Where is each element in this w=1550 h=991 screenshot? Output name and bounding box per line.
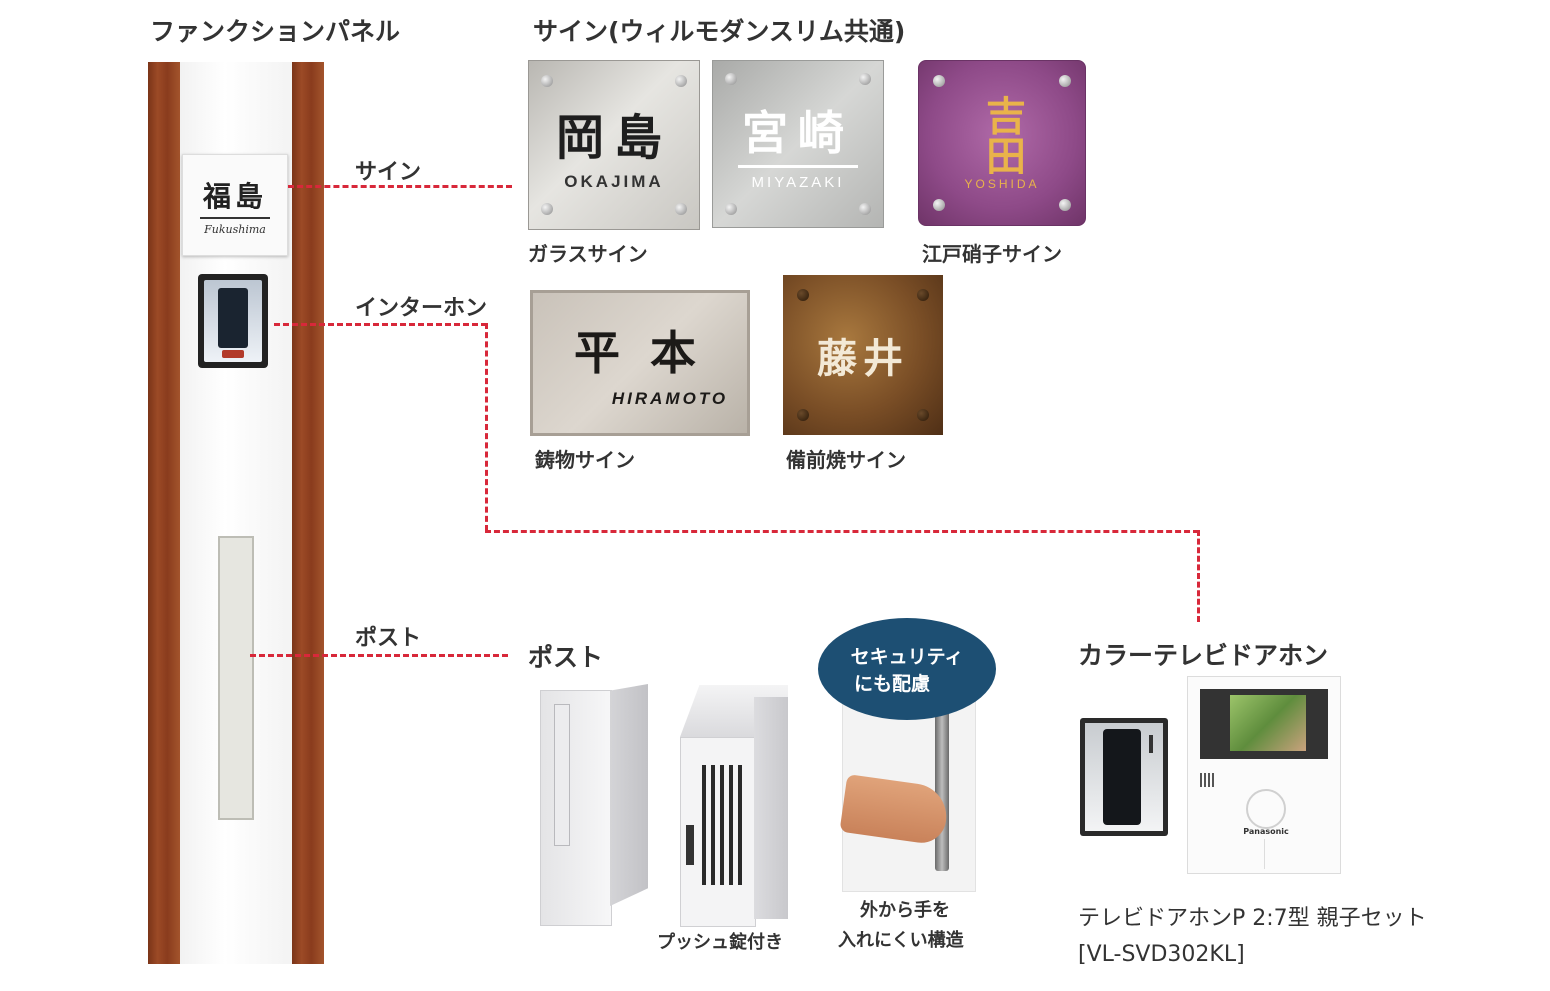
post-box-front-slot	[554, 704, 570, 846]
hand-slot-photo	[839, 700, 976, 892]
panel-intercom	[198, 274, 268, 368]
caption-bizen-sign: 備前焼サイン	[786, 448, 906, 472]
sign-cast-hiramoto: 平本 HIRAMOTO	[530, 290, 750, 436]
monitor-screen-image	[1230, 695, 1306, 751]
caption-push-lock: プッシュ錠付き	[657, 932, 783, 953]
connector-intercom-across	[485, 530, 1199, 533]
caption-edo-glass-sign: 江戸硝子サイン	[922, 242, 1062, 266]
caption-hand-line1: 外から手を	[860, 900, 950, 921]
label-intercom: インターホン	[355, 296, 488, 321]
caption-glass-sign: ガラスサイン	[528, 242, 648, 266]
label-sign: サイン	[355, 160, 422, 185]
monitor-speaker-grille	[1200, 773, 1216, 787]
left-wood-strip	[148, 62, 180, 964]
sign-okajima-kanji: 岡島	[555, 110, 672, 166]
connector-doorphone	[1197, 530, 1200, 622]
slot-handle	[935, 711, 949, 871]
sign-miyazaki-kanji: 宮崎	[742, 106, 854, 160]
post-box-front-face	[540, 690, 612, 926]
security-badge-line2: にも配慮	[853, 673, 930, 695]
post-box-front	[540, 684, 648, 926]
outdoor-station-face	[1085, 723, 1163, 831]
panel-sign-underline	[200, 216, 270, 219]
doorphone-desc: テレビドアホンP 2:7型 親子セット	[1078, 906, 1427, 931]
push-lock-icon	[686, 825, 694, 865]
monitor-brand: Panasonic	[1243, 827, 1289, 836]
post-box-front-side	[610, 684, 648, 906]
connector-sign	[288, 185, 512, 188]
sign-okajima-roman: OKAJIMA	[564, 172, 664, 191]
sign-miyazaki-roman: MIYAZAKI	[751, 174, 845, 191]
doorphone-monitor: Panasonic	[1187, 676, 1341, 874]
sign-yoshida-kanji-1: 吉田	[979, 95, 1026, 175]
sign-hiramoto-roman: HIRAMOTO	[611, 389, 729, 408]
monitor-screen	[1200, 689, 1328, 759]
sign-yoshida-roman: YOSHIDA	[964, 177, 1040, 191]
intercom-face	[204, 280, 262, 362]
connector-post	[250, 654, 508, 657]
doorphone-model: [VL-SVD302KL]	[1078, 942, 1245, 967]
post-box-back-side	[754, 697, 788, 919]
outdoor-indicator	[1149, 735, 1153, 753]
connector-intercom	[274, 323, 487, 326]
sign-bizen-fujii: 藤井	[783, 275, 943, 435]
connector-intercom-down	[485, 323, 488, 531]
doorphone-title: カラーテレビドアホン	[1078, 641, 1329, 670]
right-wood-strip	[292, 62, 324, 964]
intercom-camera	[218, 288, 248, 348]
caption-cast-sign: 鋳物サイン	[535, 448, 635, 472]
hand-shape	[839, 774, 951, 846]
monitor-bottom-divider	[1264, 839, 1265, 869]
security-badge-line1: セキュリティ	[850, 646, 964, 668]
panel-sign-kanji: 福島	[202, 179, 267, 213]
sign-edo-glass-yoshida: 吉田 YOSHIDA	[918, 60, 1086, 226]
sign-glass-okajima: 岡島 OKAJIMA	[528, 60, 700, 230]
signs-title: サイン(ウィルモダンスリム共通)	[533, 17, 906, 46]
panel-sign-roman: Fukushima	[204, 222, 266, 236]
caption-hand-line2: 入れにくい構造	[838, 930, 964, 951]
post-title: ポスト	[528, 643, 604, 672]
doorphone-outdoor-station	[1080, 718, 1168, 836]
panel-post-slot	[218, 536, 254, 820]
post-box-back	[680, 685, 788, 927]
panel-title: ファンクションパネル	[150, 17, 401, 46]
sign-miyazaki-underline	[738, 165, 858, 168]
function-panel: 福島 Fukushima	[148, 62, 324, 964]
sign-glass-miyazaki: 宮崎 MIYAZAKI	[712, 60, 884, 228]
sign-fujii-kanji: 藤井	[817, 335, 909, 382]
intercom-call-button	[222, 350, 244, 358]
post-box-vent	[702, 765, 742, 885]
sign-hiramoto-kanji: 平本	[574, 326, 726, 380]
outdoor-camera	[1103, 729, 1141, 825]
security-badge: セキュリティ にも配慮	[818, 618, 996, 720]
label-post: ポスト	[355, 626, 422, 651]
panel-sign: 福島 Fukushima	[182, 154, 288, 256]
monitor-main-button	[1246, 789, 1286, 829]
